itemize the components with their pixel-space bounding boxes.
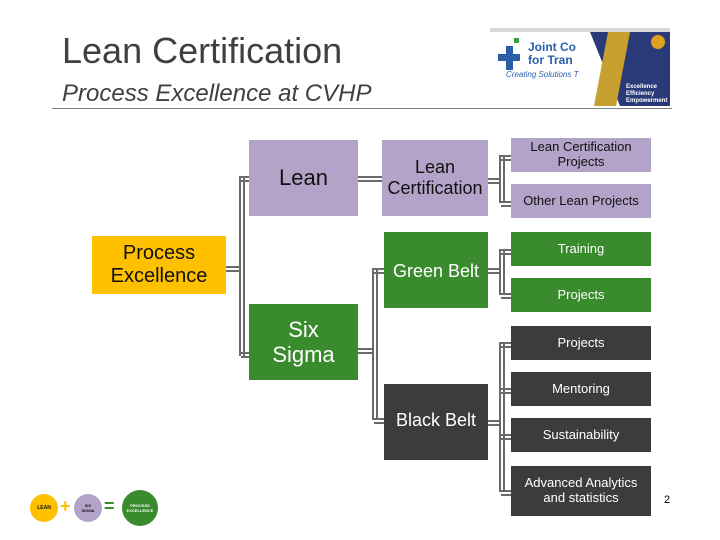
formula-lean: LEAN — [30, 494, 58, 522]
logo-word-efficiency: Efficiency — [626, 91, 655, 97]
connector — [501, 155, 511, 161]
connector — [501, 342, 511, 348]
bb-advanced-analytics-box: Advanced Analytics and statistics — [511, 466, 651, 516]
formula-plus: + — [60, 496, 71, 516]
connector — [488, 420, 499, 426]
joint-commission-logo: Joint Co for Tran Creating Solutions T E… — [490, 28, 670, 106]
connector — [501, 249, 511, 255]
connector — [501, 201, 511, 207]
bb-projects-box: Projects — [511, 326, 651, 360]
logo-tagline: Creating Solutions T — [506, 70, 579, 79]
other-lean-projects-box: Other Lean Projects — [511, 184, 651, 218]
logo-text-line2: for Tran — [528, 53, 573, 67]
lean-cert-projects-box: Lean Certification Projects — [511, 138, 651, 172]
logo-text-line1: Joint Co — [528, 40, 576, 54]
logo-word-excellence: Excellence — [626, 84, 658, 90]
title-underline — [52, 108, 672, 109]
formula-process-excellence: PROCESS EXCELLENCE — [122, 490, 158, 526]
formula-six-sigma: SIX SIGMA — [74, 494, 102, 522]
green-belt-box: Green Belt — [384, 232, 488, 308]
slide-title: Lean Certification — [62, 30, 343, 71]
connector — [501, 490, 511, 496]
lean-certification-box: Lean Certification — [382, 140, 488, 216]
logo-word-empowerment: Empowerment — [626, 98, 668, 104]
connector — [488, 268, 499, 274]
six-sigma-box: Six Sigma — [249, 304, 358, 380]
connector — [358, 348, 374, 354]
formula-equals: = — [104, 496, 115, 516]
connector — [372, 268, 378, 420]
connector — [374, 268, 384, 274]
connector — [499, 249, 505, 295]
connector — [358, 176, 382, 182]
slide-subtitle: Process Excellence at CVHP — [62, 80, 372, 107]
gb-training-box: Training — [511, 232, 651, 266]
connector — [374, 418, 384, 424]
page-number: 2 — [664, 494, 671, 506]
gb-projects-box: Projects — [511, 278, 651, 312]
connector — [499, 155, 505, 203]
lean-six-sigma-formula: LEAN + SIX SIGMA = PROCESS EXCELLENCE — [30, 490, 170, 526]
connector — [501, 434, 511, 440]
connector — [241, 176, 249, 182]
connector — [501, 293, 511, 299]
bb-mentoring-box: Mentoring — [511, 372, 651, 406]
bb-sustainability-box: Sustainability — [511, 418, 651, 452]
connector — [241, 352, 249, 358]
connector — [501, 388, 511, 394]
process-excellence-box: Process Excellence — [92, 236, 226, 294]
connector — [226, 266, 241, 272]
lean-box: Lean — [249, 140, 358, 216]
connector — [488, 178, 499, 184]
connector — [499, 342, 505, 492]
black-belt-box: Black Belt — [384, 384, 488, 460]
